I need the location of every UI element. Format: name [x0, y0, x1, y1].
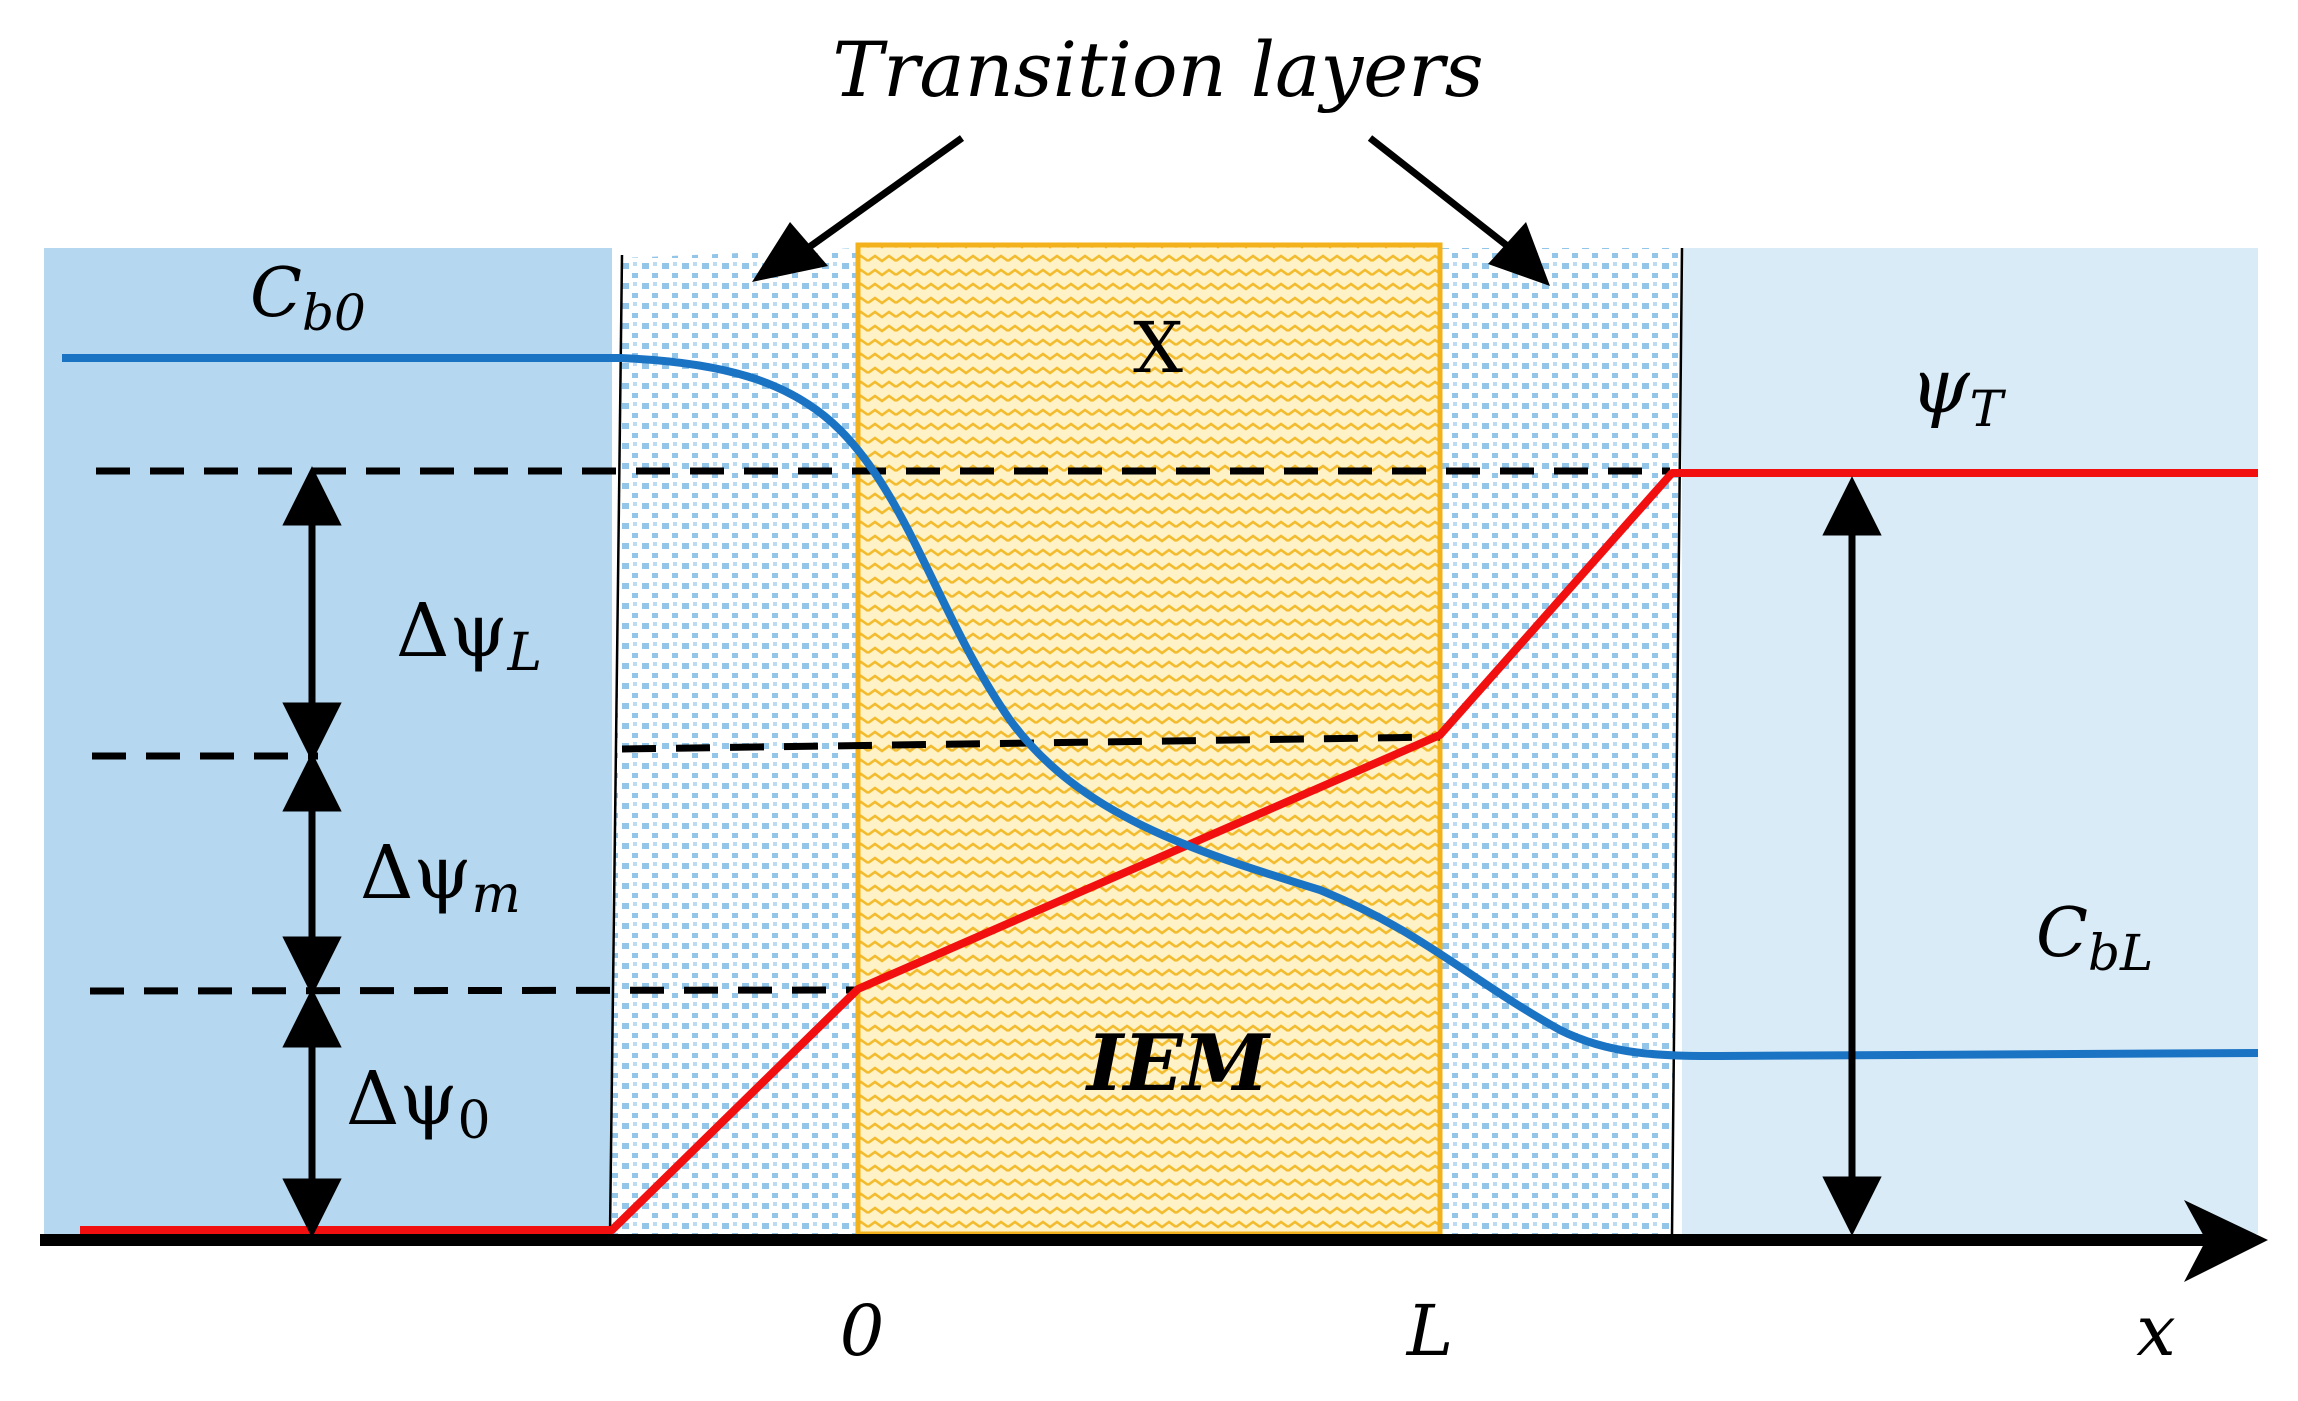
left-bath-region — [44, 248, 612, 1234]
dpsi-m-arrow — [282, 752, 342, 996]
axis-label-x: x — [2136, 1290, 2175, 1372]
title-text: Transition layers — [832, 25, 1483, 114]
dpsi-l-label: ΔψL — [396, 588, 542, 683]
axis-label-zero: 0 — [840, 1290, 885, 1372]
concentration-curve — [62, 354, 2259, 1061]
axis-label-l: L — [1405, 1290, 1453, 1372]
dpsi-m-label: Δψm — [360, 830, 521, 925]
right-bath-region — [1682, 248, 2258, 1234]
x-axis-arrowhead — [2184, 1200, 2268, 1282]
cb0-label: Cb0 — [250, 254, 366, 342]
dashed-line-lower — [89, 986, 859, 995]
dpsi-0-arrow — [282, 988, 342, 1238]
psi-t-label: ψT — [1910, 341, 2007, 438]
title-arrow-right — [1367, 135, 1550, 286]
iem-label: IEM — [1085, 1018, 1272, 1109]
dpsi-0-label: Δψ0 — [346, 1056, 491, 1151]
left-transition-layer — [610, 248, 858, 1234]
right-boundary-line — [1670, 247, 1684, 1235]
title-arrow-left — [752, 135, 965, 282]
cbl-label: CbL — [2036, 894, 2153, 982]
dpsi-l-arrow — [282, 466, 342, 762]
left-boundary-line — [608, 254, 624, 1235]
psi-t-arrow — [1822, 476, 1882, 1236]
right-transition-layer — [1440, 248, 1680, 1234]
potential-curve — [80, 469, 2258, 1234]
x-region-label: X — [1133, 307, 1183, 389]
